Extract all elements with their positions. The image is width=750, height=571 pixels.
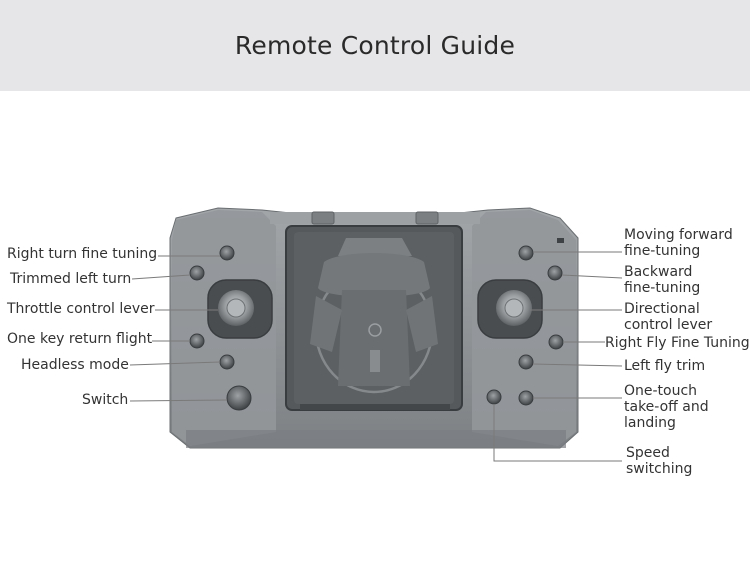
backward-fine-tuning-button[interactable] <box>547 265 563 281</box>
drone-compartment <box>285 225 463 411</box>
label-switch: Switch <box>82 392 129 408</box>
takeoff-landing-button[interactable] <box>518 390 534 406</box>
trimmed-left-turn-button[interactable] <box>189 265 205 281</box>
leader-lines-right <box>493 251 623 462</box>
drone-icon <box>310 238 438 394</box>
power-switch-button[interactable] <box>226 385 252 411</box>
label-speed-switching: Speed switching <box>626 445 693 477</box>
label-moving-forward-fine-tuning: Moving forward fine-tuning <box>624 227 733 259</box>
label-backward-fine-tuning: Backward fine-tuning <box>624 264 701 296</box>
label-throttle-control-lever: Throttle control lever <box>7 301 155 317</box>
label-directional-control-lever: Directional control lever <box>624 301 713 333</box>
left-fly-trim-button[interactable] <box>518 354 534 370</box>
label-left-fly-trim: Left fly trim <box>624 358 706 374</box>
label-right-turn-fine-tuning: Right turn fine tuning <box>7 246 158 262</box>
right-fly-fine-tuning-button[interactable] <box>548 334 564 350</box>
forward-fine-tuning-button[interactable] <box>518 245 534 261</box>
throttle-stick[interactable] <box>207 279 273 339</box>
headless-mode-button[interactable] <box>219 354 235 370</box>
directional-stick[interactable] <box>477 279 543 339</box>
label-one-key-return-flight: One key return flight <box>7 331 153 347</box>
indicator-led <box>557 238 564 243</box>
label-headless-mode: Headless mode <box>21 357 129 373</box>
page-header: Remote Control Guide <box>0 0 750 91</box>
label-one-touch-takeoff-landing: One-touch take-off and landing <box>624 383 709 431</box>
speed-switch-button[interactable] <box>486 389 502 405</box>
leader-lines-left <box>129 255 228 402</box>
one-key-return-button[interactable] <box>189 333 205 349</box>
label-trimmed-left-turn: Trimmed left turn <box>10 271 132 287</box>
page-title: Remote Control Guide <box>234 31 516 60</box>
right-turn-fine-tuning-button[interactable] <box>219 245 235 261</box>
label-right-fly-fine-tuning: Right Fly Fine Tuning <box>605 335 750 351</box>
